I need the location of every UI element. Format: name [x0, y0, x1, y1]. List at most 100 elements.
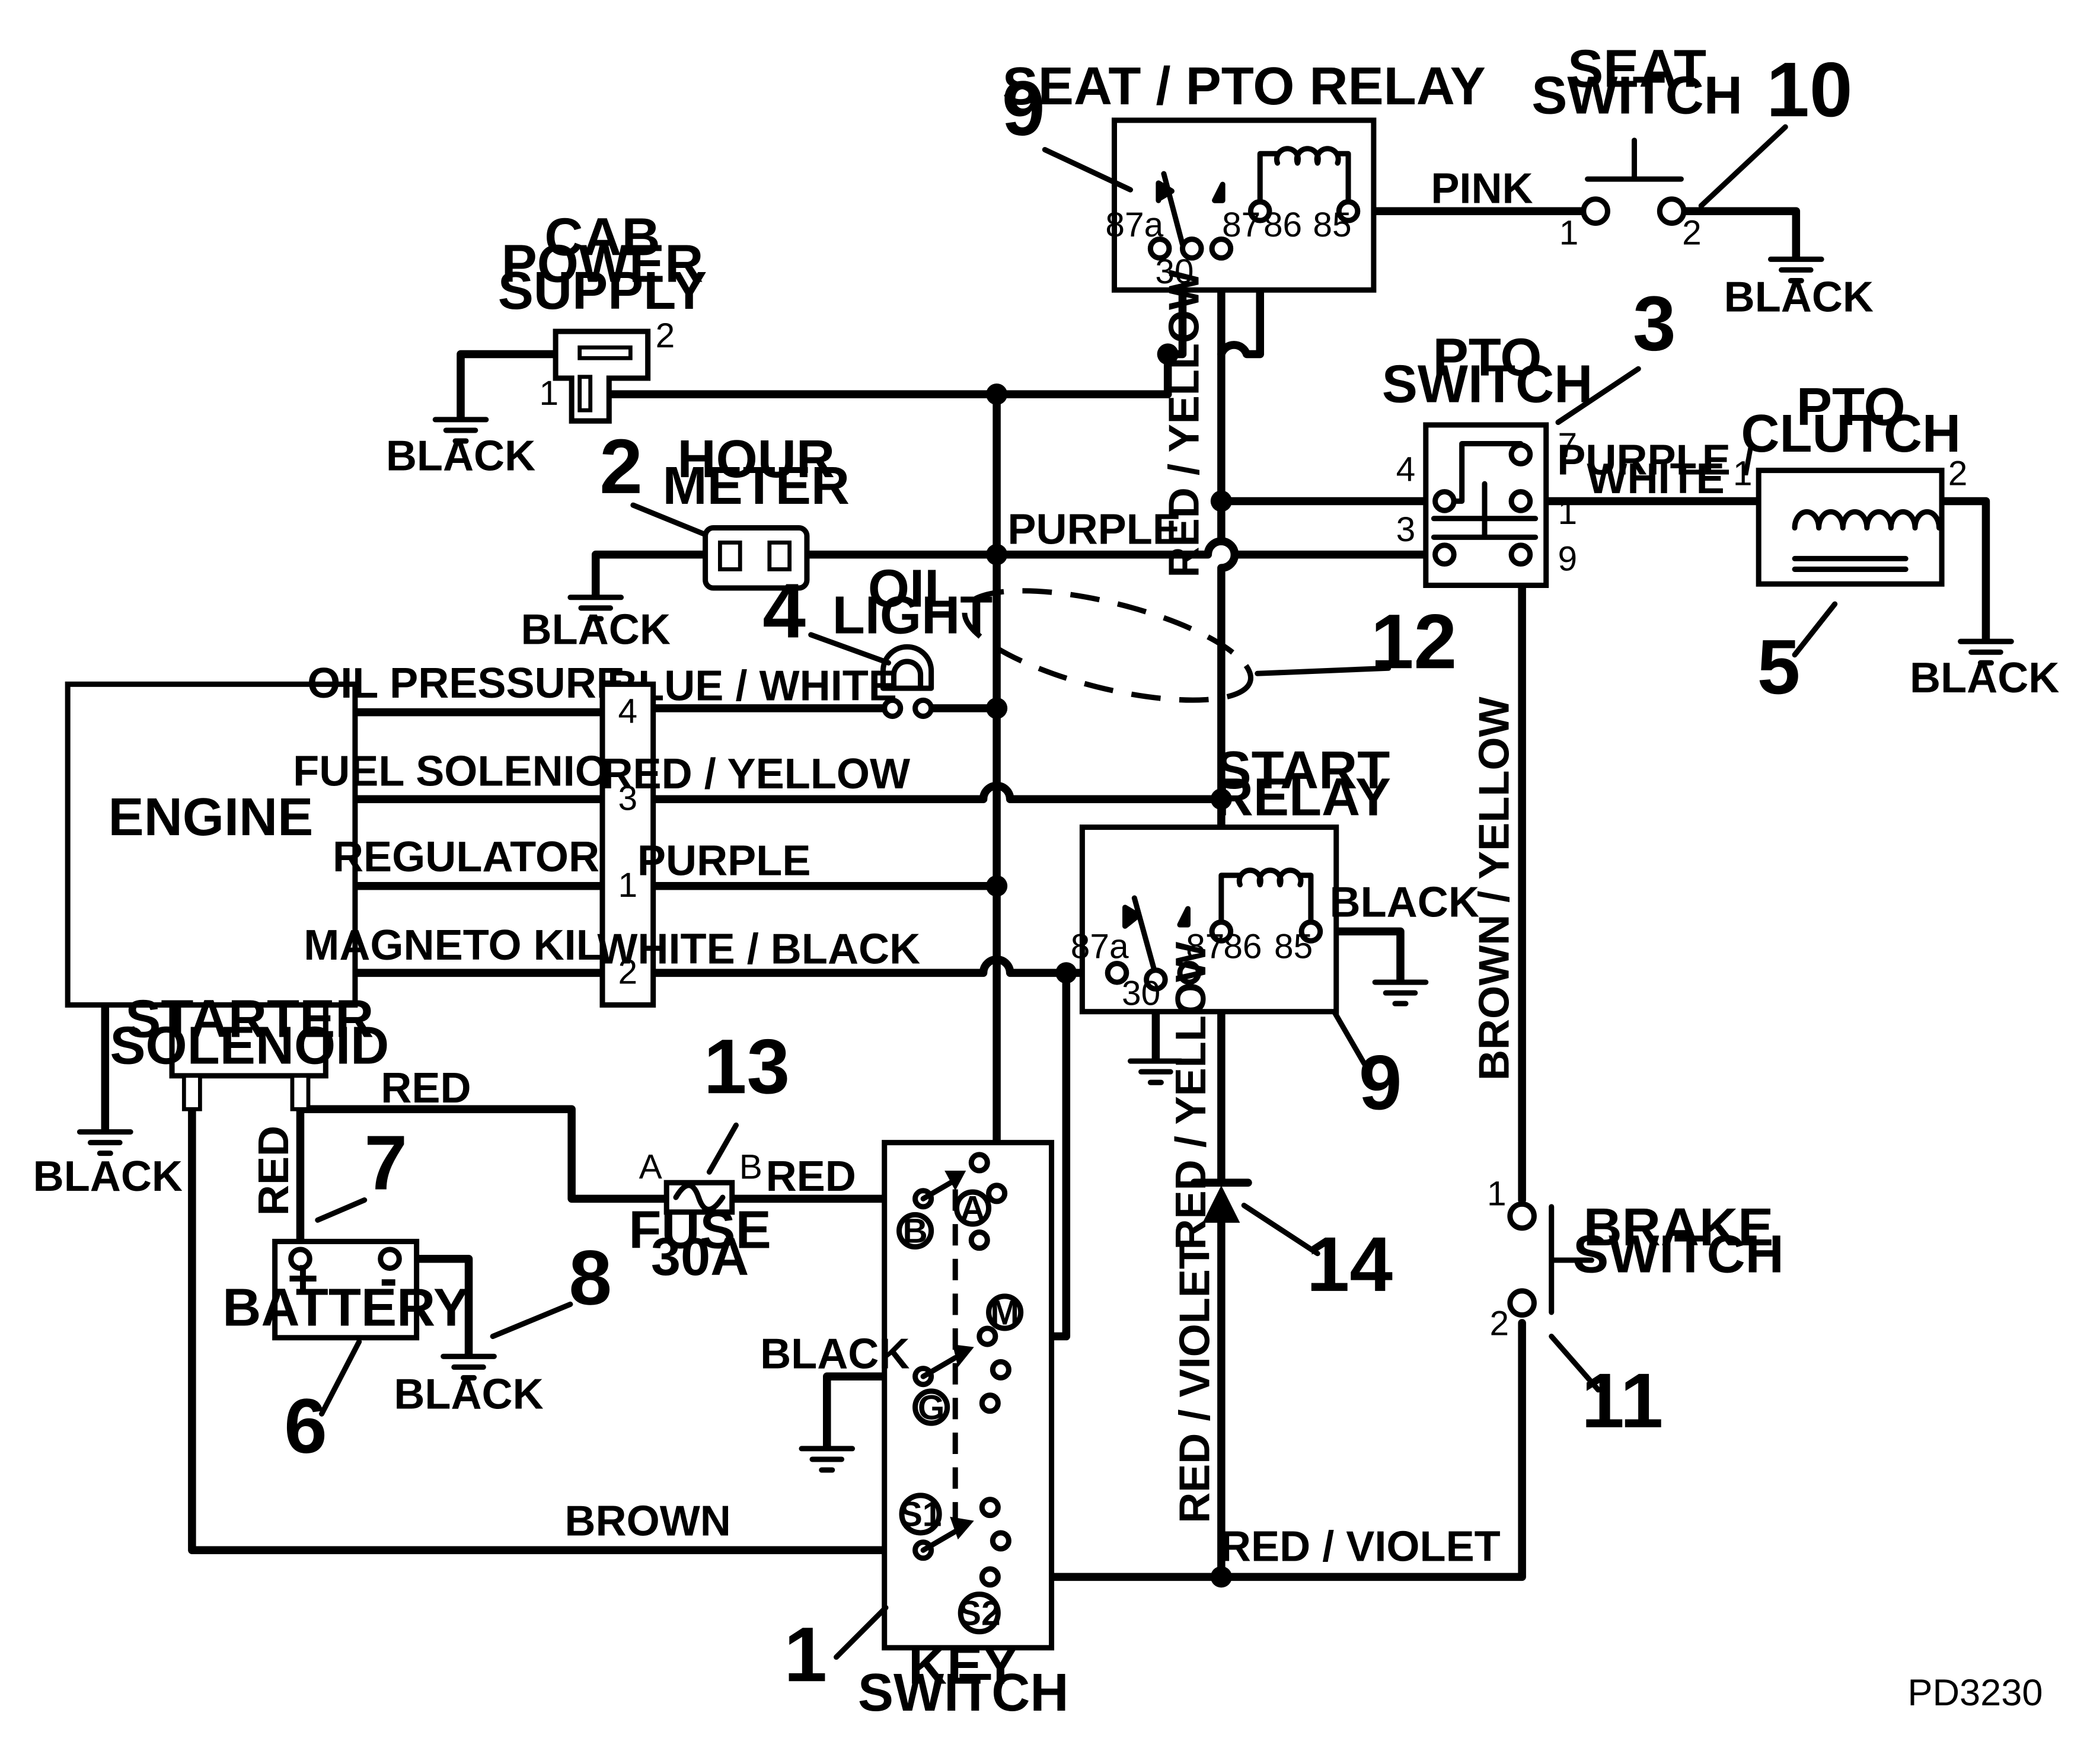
seat-switch: SEAT SWITCH 1 2 PINK BLACK — [1431, 39, 1874, 321]
wire-label-purple: PURPLE — [637, 838, 811, 885]
key-terminal-label: M — [990, 1293, 1019, 1332]
callout-number: 1 — [784, 1611, 827, 1698]
oil-light-label-1: OIL — [868, 559, 957, 619]
pto-clutch-label-1: PTO — [1796, 377, 1906, 437]
seat-switch-label-2: SWITCH — [1531, 66, 1743, 126]
hour-meter-label-2: METER — [662, 456, 850, 516]
battery-positive-label: + — [288, 1248, 319, 1308]
ground-icon — [1767, 256, 1824, 283]
key-switch: A B M G S1 S2 BLACK KEY SWITCH — [760, 1140, 1069, 1723]
callout-number: 8 — [569, 1234, 612, 1321]
pin-label: 2 — [1682, 214, 1702, 253]
ground-label: BLACK — [33, 1153, 183, 1200]
callout-number: 10 — [1766, 46, 1852, 133]
diode — [1191, 1178, 1252, 1223]
starter-solenoid-label-1: STARTER — [125, 989, 374, 1049]
ground-icon — [432, 417, 489, 444]
engine-connection-label: OIL PRESSURE — [307, 660, 625, 707]
pin-label: 1 — [1733, 454, 1753, 493]
key-terminal-label: B — [902, 1212, 927, 1251]
pin-label: 86 — [1223, 928, 1262, 966]
engine-label: ENGINE — [109, 787, 314, 847]
pin-label: 9 — [1558, 540, 1577, 579]
starter-solenoid: STARTER SOLENOID RED RED BROWN — [110, 989, 731, 1545]
callout-number: 5 — [1757, 624, 1801, 710]
fuse-label-2: 30A — [651, 1227, 749, 1287]
engine-connection-label: FUEL SOLENIOD — [293, 748, 639, 795]
callouts: 1 2 3 4 5 6 7 8 9 9 10 11 12 13 14 — [284, 46, 1852, 1698]
pin-label: 1 — [1559, 214, 1579, 253]
key-terminal-label: G — [918, 1388, 945, 1427]
key-switch-label-2: SWITCH — [858, 1663, 1069, 1723]
wire-label-pink: PINK — [1431, 165, 1533, 213]
ground-label: BLACK — [1724, 273, 1874, 321]
pin-label: 2 — [618, 953, 638, 991]
brake-switch-label-1: BRAKE — [1584, 1197, 1774, 1257]
pto-switch-label-1: PTO — [1433, 328, 1542, 388]
pin-label: 30 — [1155, 253, 1194, 291]
ground-icon — [567, 595, 624, 622]
battery: + - BATTERY BLACK — [222, 1238, 544, 1418]
ground-label: BLACK — [760, 1331, 910, 1378]
ground-label: BLACK — [1910, 654, 2059, 702]
pin-label: 85 — [1313, 206, 1351, 244]
ground-icon — [76, 1129, 133, 1156]
ground-icon — [1958, 638, 2014, 666]
callout-number: 6 — [284, 1383, 327, 1469]
callout-number: 14 — [1307, 1221, 1393, 1308]
battery-label: BATTERY — [222, 1278, 469, 1338]
pin-label: 3 — [618, 779, 638, 817]
wire-label-brown: BROWN — [564, 1497, 730, 1545]
ground-label: BLACK — [394, 1370, 543, 1418]
fuse-label-1: FUSE — [628, 1200, 771, 1260]
wire-label-purple: PURPLE — [1007, 506, 1181, 554]
pin-label: 7 — [1558, 426, 1577, 465]
harness-group-outline — [962, 588, 1253, 703]
callout-number: 9 — [1359, 1039, 1402, 1126]
ground-icon — [799, 1446, 856, 1473]
pin-label: 2 — [1948, 454, 1968, 493]
pin-label: 85 — [1274, 928, 1313, 966]
ground-label: BLACK — [1330, 879, 1479, 926]
cab-label-1: CAB — [544, 207, 660, 267]
pto-clutch-label-2: CLUTCH — [1741, 404, 1961, 464]
seat-pto-relay-title: SEAT / PTO RELAY — [1003, 56, 1486, 116]
wire-label-purple-white-1: PURPLE / — [1557, 436, 1754, 484]
cab-power-supply: CAB POWER SUPPLY 2 1 BLACK — [386, 207, 707, 480]
pin-label: 2 — [656, 317, 675, 355]
pin-label: 4 — [1396, 450, 1416, 489]
battery-negative-label: - — [379, 1248, 397, 1308]
callout-number: 12 — [1371, 598, 1457, 685]
start-relay-label-1: START — [1215, 740, 1390, 800]
junction-dots — [986, 343, 1232, 1588]
callout-number: 11 — [1581, 1357, 1663, 1444]
start-relay: START RELAY 87a 30 87 86 85 BLACK — [1071, 740, 1479, 1015]
key-terminal-label: S1 — [899, 1495, 942, 1534]
engine-connection-label: REGULATOR — [333, 833, 599, 881]
pto-switch: PTO SWITCH 4 3 7 1 9 PURPLE / WHITE — [1382, 328, 1754, 588]
seat-switch-label-1: SEAT — [1568, 39, 1706, 99]
ground-icon — [1372, 979, 1429, 1006]
brake-switch-label-2: SWITCH — [1573, 1224, 1784, 1284]
pin-label: 4 — [618, 692, 638, 731]
hour-meter: HOUR METER BLACK PURPLE — [521, 429, 1181, 654]
wire-label-red-yellow-upper: RED / YELLOW — [1161, 270, 1208, 578]
ground-label: BLACK — [521, 606, 671, 654]
pin-label: 1 — [1487, 1175, 1507, 1213]
cab-label-3: SUPPLY — [498, 261, 707, 321]
oil-light: OIL LIGHT BLUE / WHITE — [607, 559, 993, 719]
pin-label: 2 — [1489, 1304, 1509, 1343]
ground-icon — [441, 1353, 497, 1380]
drawing-number: PD3230 — [1907, 1672, 2043, 1714]
wire-label-red: RED — [766, 1153, 856, 1200]
fuse-terminal-label: A — [639, 1148, 662, 1187]
starter-solenoid-label-2: SOLENOID — [110, 1016, 389, 1076]
engine-connection-label: MAGNETO KILL — [304, 922, 628, 969]
pin-label: 86 — [1263, 206, 1302, 244]
pin-label: 30 — [1122, 974, 1160, 1012]
seat-pto-relay: SEAT / PTO RELAY 87a 30 87 86 85 — [1003, 56, 1486, 293]
callout-number: 13 — [704, 1023, 790, 1110]
wire-label-red-violet: RED / VIOLET — [1220, 1523, 1501, 1570]
ground-icon — [1128, 1058, 1184, 1085]
pin-label: 87a — [1105, 206, 1163, 244]
